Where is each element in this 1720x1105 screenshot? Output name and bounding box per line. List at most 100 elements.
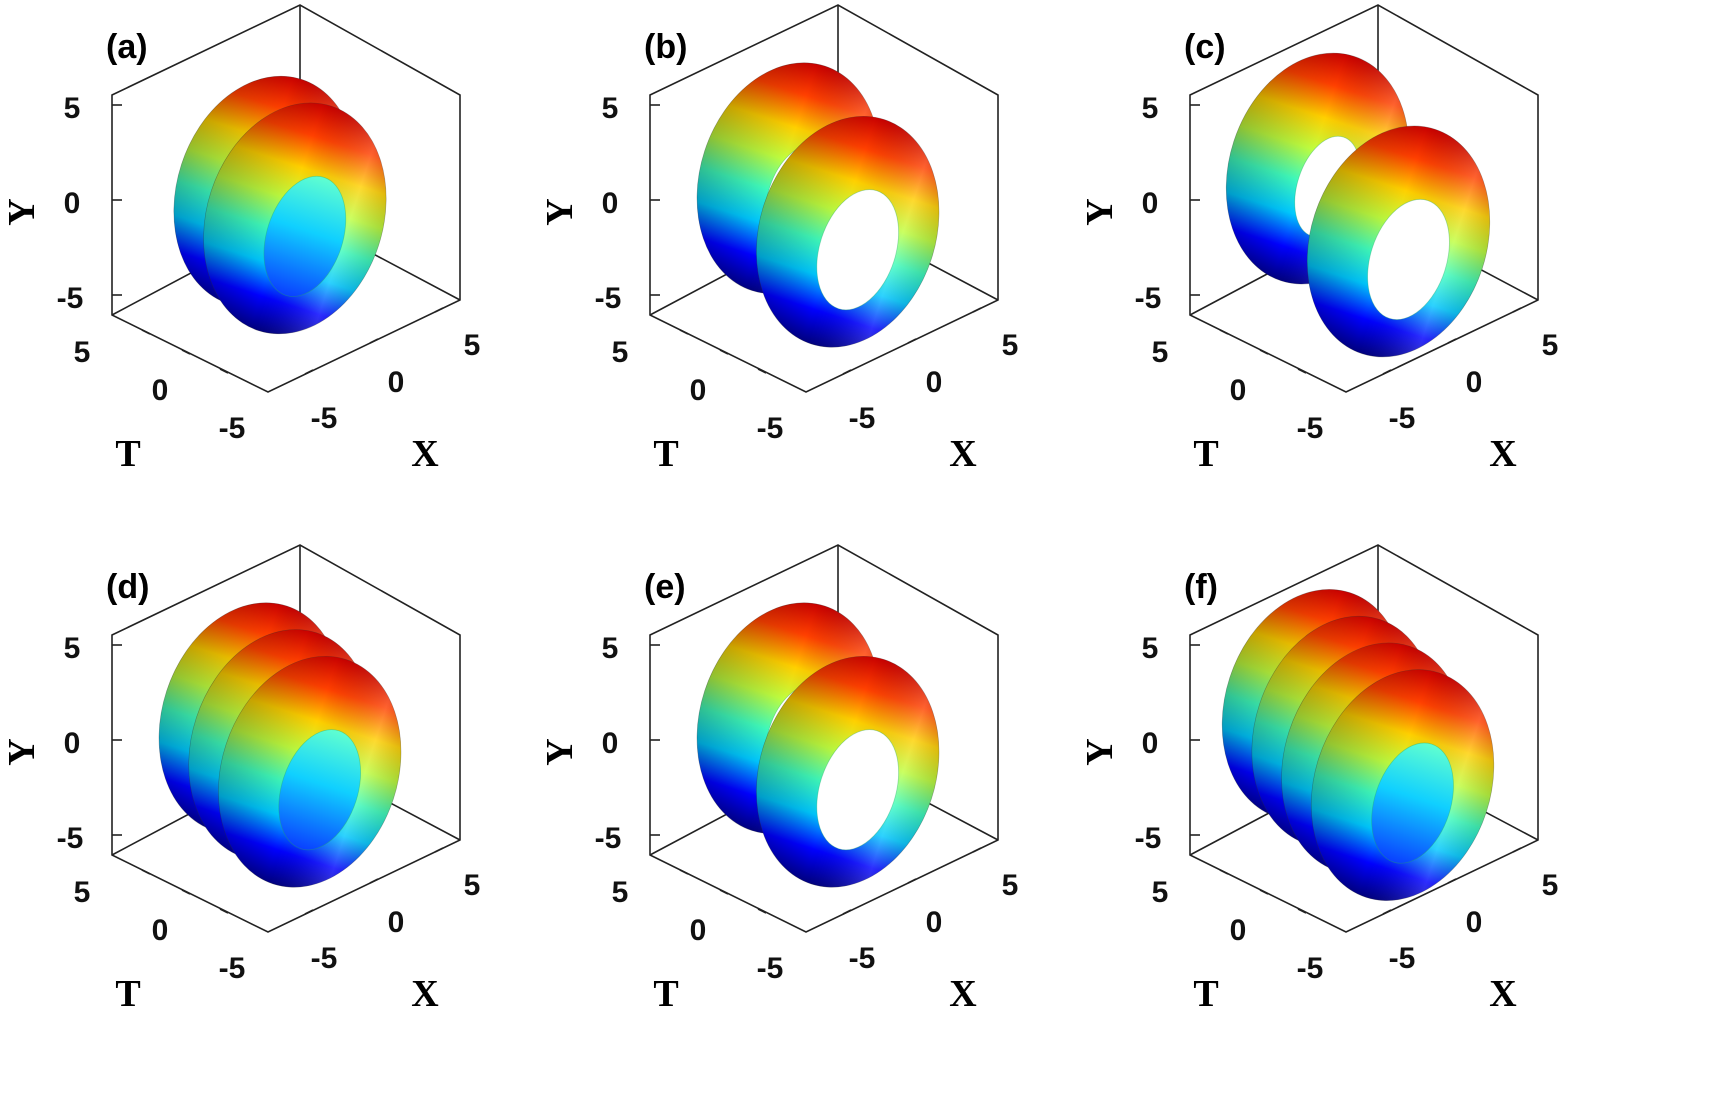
t-tick-label: 5 (1152, 336, 1169, 369)
torus-ring (1310, 669, 1495, 901)
t-axis-label: T (115, 973, 140, 1015)
t-tick-mark (219, 908, 229, 914)
y-axis-label: Y (1079, 198, 1121, 225)
t-axis-label: T (115, 433, 140, 475)
t-tick-label: 0 (152, 374, 169, 407)
t-tick-mark (757, 908, 767, 914)
t-tick-mark (679, 329, 689, 335)
x-axis-label: X (1489, 433, 1516, 475)
t-tick-label: 0 (1230, 914, 1247, 947)
x-tick-label: 0 (1466, 906, 1483, 939)
y-tick-label: 0 (64, 727, 81, 760)
t-tick-label: 0 (1230, 374, 1247, 407)
y-tick-label: 5 (1142, 632, 1159, 665)
x-tick-mark (842, 909, 852, 915)
x-tick-mark (434, 307, 444, 313)
t-tick-label: 5 (612, 336, 629, 369)
t-tick-mark (719, 349, 729, 355)
x-axis-label: X (949, 433, 976, 475)
x-tick-label: 5 (1002, 869, 1019, 902)
torus-ring (756, 655, 940, 888)
t-tick-mark (1259, 349, 1269, 355)
t-tick-label: 5 (1152, 876, 1169, 909)
y-tick-label: 0 (602, 187, 619, 220)
x-tick-mark (1512, 307, 1522, 313)
t-tick-label: 0 (690, 374, 707, 407)
t-tick-label: -5 (1297, 952, 1324, 985)
x-tick-mark (1447, 878, 1457, 884)
x-tick-mark (304, 909, 314, 915)
y-tick-label: 0 (1142, 727, 1159, 760)
t-tick-mark (757, 368, 767, 374)
y-tick-label: -5 (57, 822, 84, 855)
x-tick-mark (972, 307, 982, 313)
t-tick-label: -5 (757, 952, 784, 985)
x-tick-label: -5 (849, 402, 876, 435)
t-axis-label: T (1193, 973, 1218, 1015)
x-tick-mark (842, 369, 852, 375)
x-tick-mark (1447, 338, 1457, 344)
t-axis-label: T (653, 433, 678, 475)
y-tick-label: -5 (1135, 822, 1162, 855)
panel-label: (e) (644, 568, 686, 606)
panel-label: (f) (1184, 568, 1218, 606)
y-tick-label: 5 (602, 632, 619, 665)
x-tick-mark (907, 878, 917, 884)
t-axis-label: T (653, 973, 678, 1015)
t-tick-label: 0 (690, 914, 707, 947)
x-axis-label: X (411, 433, 438, 475)
t-tick-mark (1219, 329, 1229, 335)
t-tick-label: -5 (757, 412, 784, 445)
t-tick-mark (181, 349, 191, 355)
y-tick-label: 0 (1142, 187, 1159, 220)
t-tick-label: -5 (219, 412, 246, 445)
x-axis-label: X (949, 973, 976, 1015)
y-tick-label: 5 (602, 92, 619, 125)
torus-ring (203, 102, 387, 335)
x-tick-mark (1382, 909, 1392, 915)
t-tick-mark (141, 869, 151, 875)
x-tick-label: 5 (464, 869, 481, 902)
x-tick-label: -5 (311, 942, 338, 975)
y-tick-label: 5 (1142, 92, 1159, 125)
x-tick-mark (1382, 369, 1392, 375)
x-tick-mark (369, 878, 379, 884)
x-tick-label: 0 (1466, 366, 1483, 399)
x-tick-label: -5 (1389, 402, 1416, 435)
t-tick-mark (1219, 869, 1229, 875)
y-axis-label: Y (1079, 738, 1121, 765)
x-tick-mark (434, 847, 444, 853)
t-axis-label: T (1193, 433, 1218, 475)
x-tick-mark (907, 338, 917, 344)
x-tick-mark (369, 338, 379, 344)
y-tick-label: 0 (602, 727, 619, 760)
t-tick-mark (219, 368, 229, 374)
y-tick-label: -5 (595, 822, 622, 855)
y-axis-label: Y (1, 198, 43, 225)
x-tick-label: -5 (849, 942, 876, 975)
y-tick-label: -5 (57, 282, 84, 315)
x-tick-label: 5 (464, 329, 481, 362)
y-axis-label: Y (539, 738, 581, 765)
t-tick-label: 5 (612, 876, 629, 909)
y-tick-label: 5 (64, 632, 81, 665)
panel-label: (b) (644, 28, 687, 66)
y-tick-label: 5 (64, 92, 81, 125)
panel-label: (d) (106, 568, 149, 606)
x-tick-label: 0 (926, 366, 943, 399)
panel-label: (c) (1184, 28, 1226, 66)
panel-label: (a) (106, 28, 148, 66)
t-tick-label: 0 (152, 914, 169, 947)
y-tick-label: 0 (64, 187, 81, 220)
t-tick-mark (719, 889, 729, 895)
torus-ring (1306, 125, 1491, 358)
torus-ring (218, 655, 402, 888)
x-tick-label: 0 (926, 906, 943, 939)
x-tick-label: 0 (388, 906, 405, 939)
t-tick-mark (181, 889, 191, 895)
